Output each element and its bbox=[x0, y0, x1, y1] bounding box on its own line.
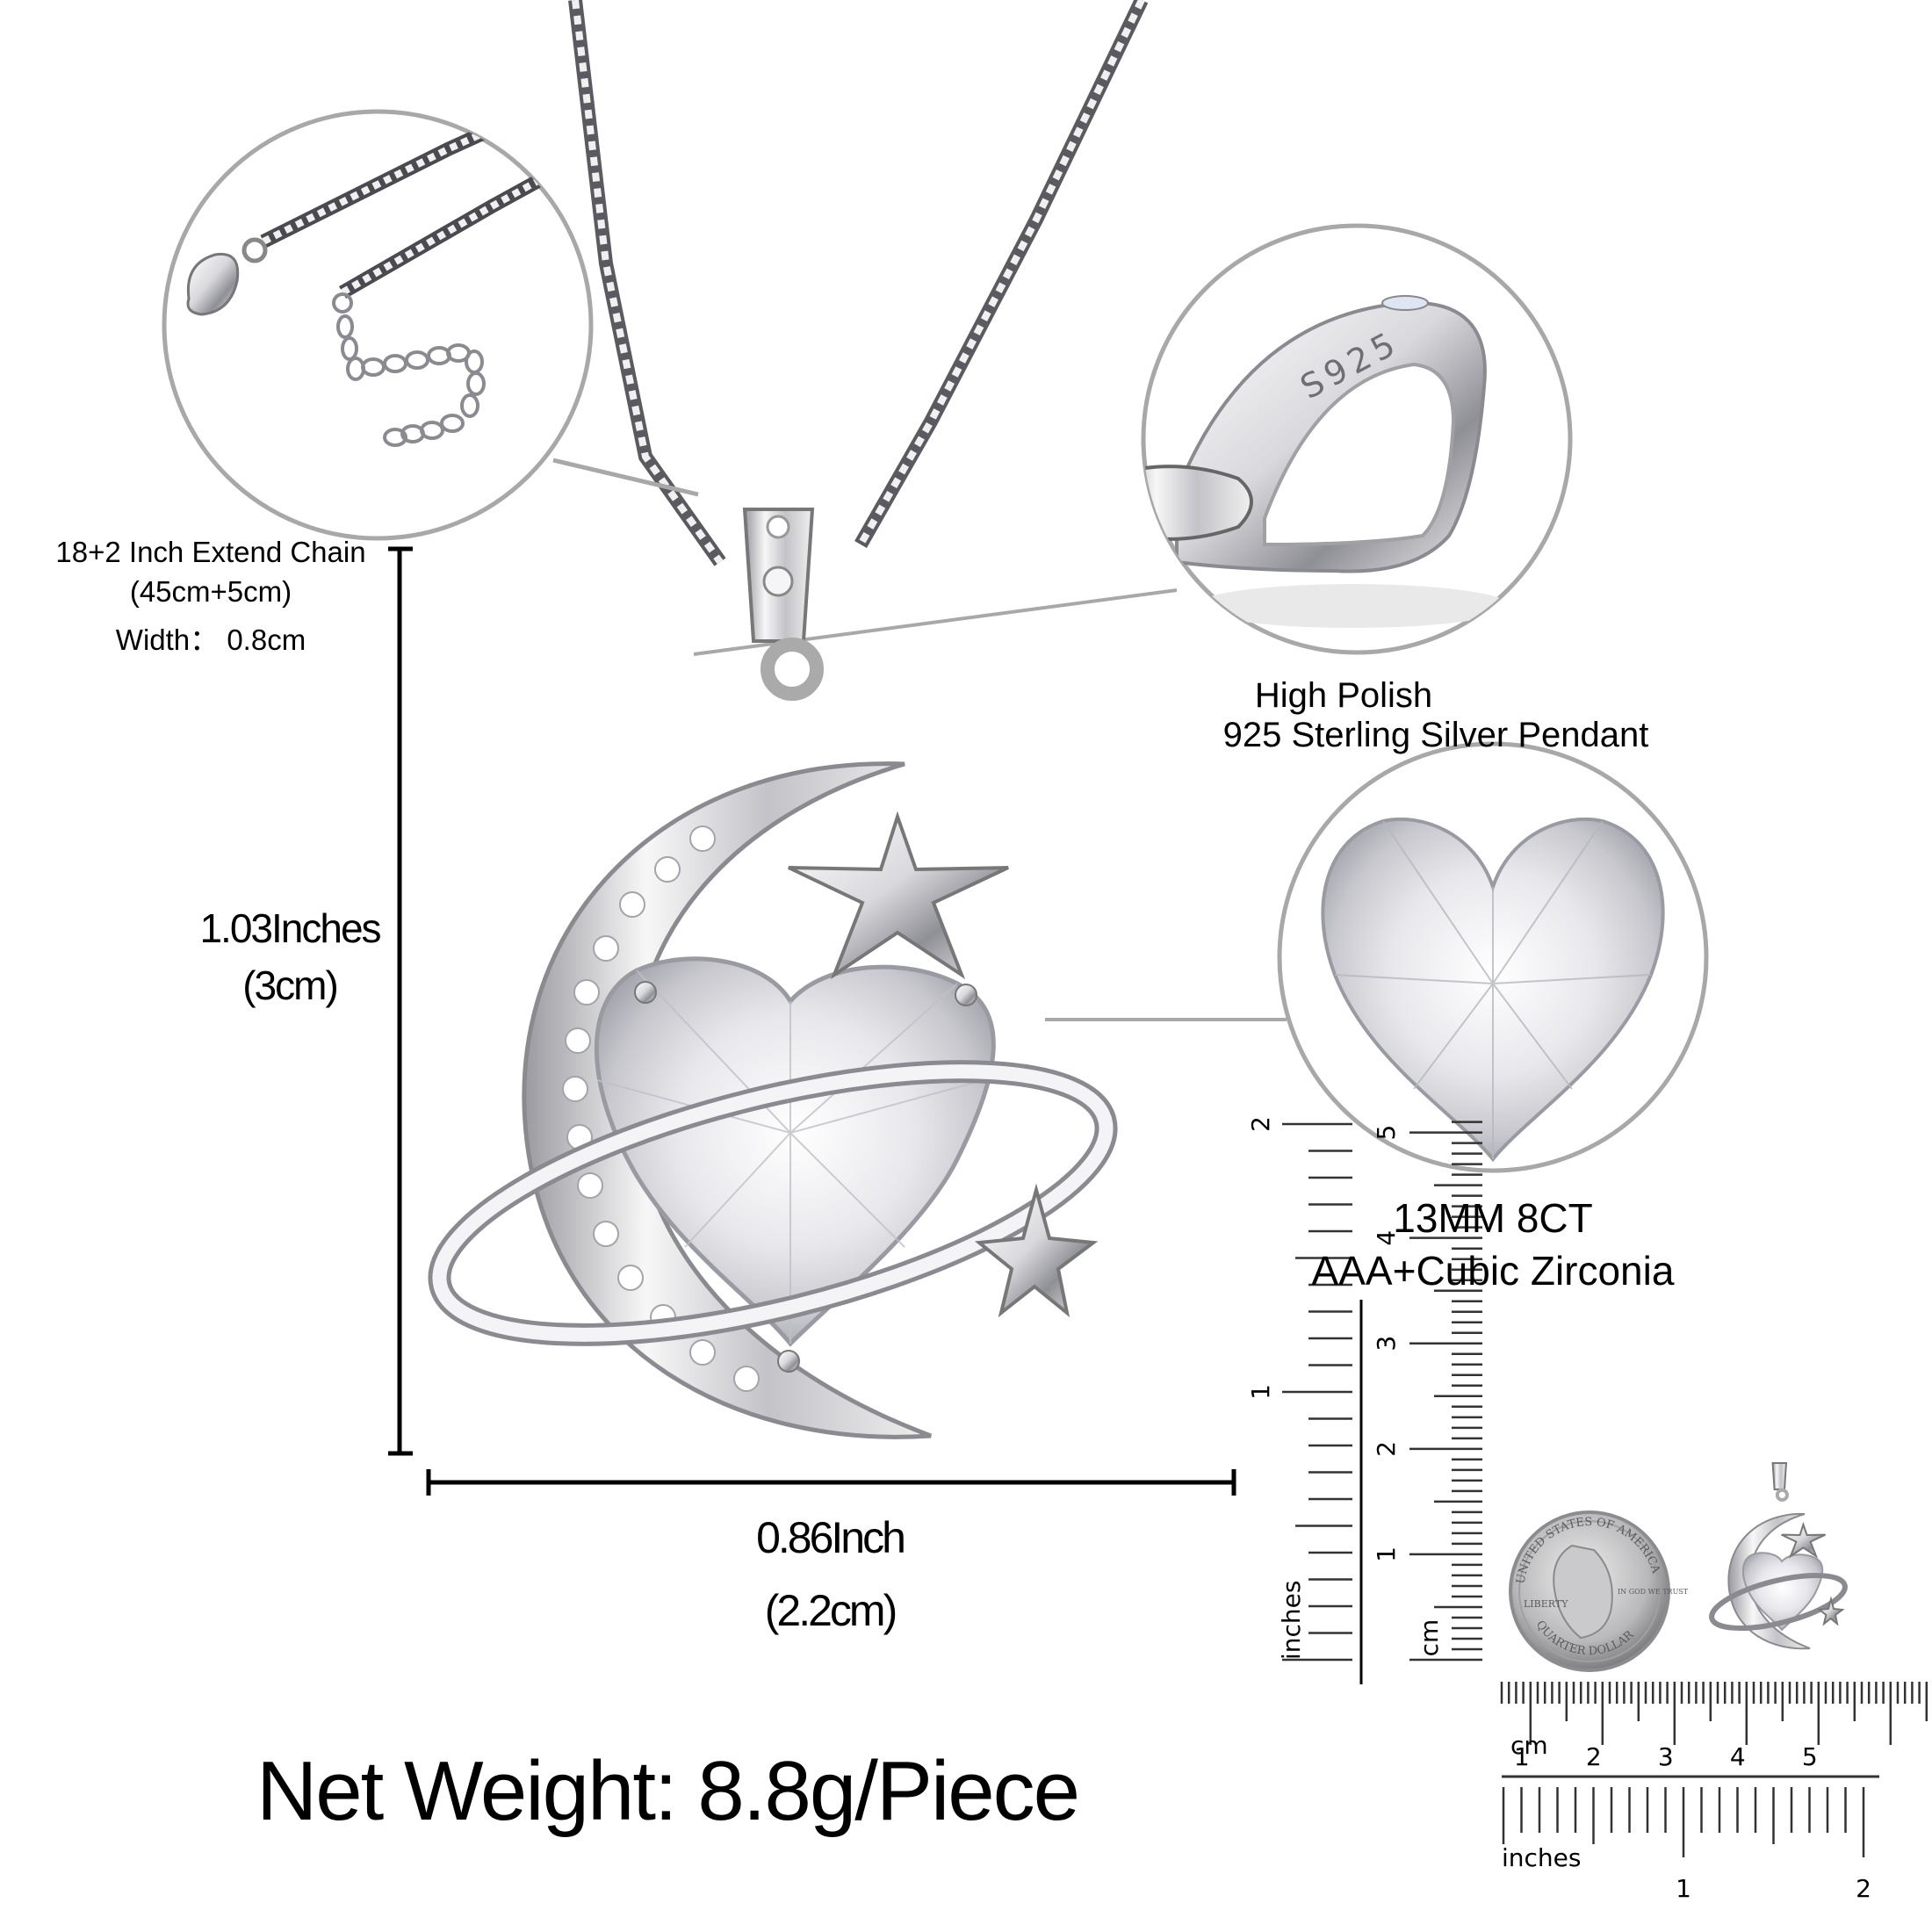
star-icon bbox=[974, 1183, 1099, 1318]
width-dimension-line bbox=[426, 1469, 1236, 1496]
chain-length-label: 18+2 Inch Extend Chain bbox=[55, 536, 366, 568]
ruler-label: 4 bbox=[1730, 1742, 1746, 1771]
bail-gem-icon bbox=[762, 566, 794, 597]
ruler-label: 3 bbox=[1372, 1336, 1401, 1352]
star-icon bbox=[788, 811, 1009, 980]
stone-detail-circle bbox=[1277, 741, 1709, 1173]
coin-motto-text: IN GOD WE TRUST bbox=[1618, 1588, 1689, 1596]
lobster-clasp-icon bbox=[186, 237, 268, 316]
ruler-label: 2 bbox=[1372, 1441, 1401, 1457]
stone-size-label: 13MM 8CT bbox=[1393, 1195, 1593, 1241]
box-chain bbox=[568, 0, 1149, 566]
vertical-ruler: 1 2 inches 1 2 3 4 5 cm bbox=[1246, 1116, 1482, 1684]
quarter-coin: UNITED STATES OF AMERICA LIBERTY IN GOD … bbox=[1509, 1510, 1689, 1672]
width-cm-label: (2.2cm) bbox=[764, 1586, 898, 1635]
material-line-1: High Polish bbox=[1254, 676, 1433, 715]
height-dimension-line bbox=[388, 546, 413, 1456]
ruler-label: 5 bbox=[1802, 1742, 1818, 1771]
ruler-unit-label: cm bbox=[1510, 1731, 1548, 1760]
mini-pendant bbox=[1709, 1462, 1848, 1650]
stone-type-label: AAA+Cubic Zirconia bbox=[1311, 1248, 1675, 1294]
bail-detail-circle bbox=[1141, 223, 1573, 655]
ruler-label: 1 bbox=[1676, 1874, 1691, 1903]
pendant bbox=[428, 508, 1118, 1439]
coin-liberty-text: LIBERTY bbox=[1524, 1598, 1568, 1610]
ruler-label: 2 bbox=[1246, 1116, 1275, 1132]
height-inches-label: 1.03Inches bbox=[199, 905, 381, 951]
chain-length-metric-label: (45cm+5cm) bbox=[129, 575, 292, 608]
material-line-2: 925 Sterling Silver Pendant bbox=[1222, 716, 1649, 754]
pave-stones bbox=[562, 825, 760, 1392]
ruler-unit-label: cm bbox=[1415, 1619, 1444, 1657]
width-inches-label: 0.86Inch bbox=[756, 1513, 906, 1562]
ruler-unit-label: inches bbox=[1502, 1843, 1581, 1872]
ruler-label: 1 bbox=[1246, 1384, 1275, 1400]
ruler-label: 2 bbox=[1856, 1874, 1871, 1903]
extender-chain bbox=[332, 292, 486, 447]
ruler-label: 1 bbox=[1514, 1742, 1530, 1771]
chain-width-label: Width： 0.8cm bbox=[115, 624, 306, 656]
ruler-unit-label: inches bbox=[1277, 1581, 1306, 1660]
ruler-label: 3 bbox=[1658, 1742, 1674, 1771]
height-cm-label: (3cm) bbox=[242, 962, 339, 1008]
ruler-label: 4 bbox=[1372, 1230, 1401, 1246]
ruler-label: 2 bbox=[1586, 1742, 1602, 1771]
net-weight-label: Net Weight: 8.8g/Piece bbox=[256, 1744, 1080, 1838]
ruler-label: 5 bbox=[1372, 1125, 1401, 1141]
chain-callout-connector bbox=[552, 458, 699, 497]
chain-detail-circle bbox=[162, 109, 594, 541]
ruler-label: 1 bbox=[1372, 1546, 1401, 1562]
